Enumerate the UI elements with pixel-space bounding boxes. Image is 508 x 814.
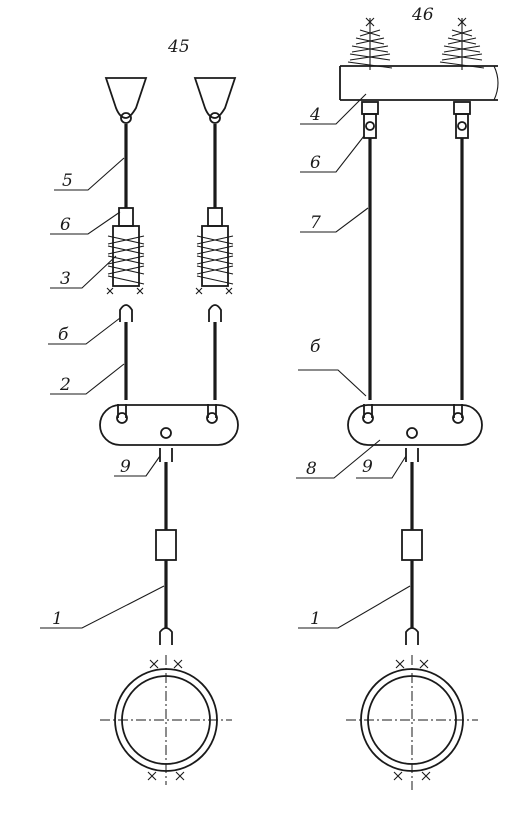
label-2: 2 <box>59 375 71 395</box>
label-8: 8 <box>306 459 317 479</box>
clevis-lower <box>159 448 173 462</box>
clevis-left <box>119 304 133 322</box>
figure-45-caption: 45 <box>167 37 190 57</box>
label-6-46: 6 <box>310 153 321 173</box>
figure-45: 45 <box>40 37 239 785</box>
label-5: 5 <box>62 171 73 191</box>
label-3: 3 <box>60 269 71 289</box>
spring-block-right <box>195 207 234 295</box>
leader-4 <box>300 93 367 125</box>
leader-1 <box>40 585 165 629</box>
leader-6-46 <box>300 135 365 173</box>
top-spring-right <box>439 17 485 70</box>
clevis-lower-46 <box>405 448 419 462</box>
leader-5 <box>54 157 125 191</box>
traverse-beam-46 <box>347 404 483 446</box>
ceiling-bracket-left <box>104 77 148 124</box>
ceiling-bracket-right <box>193 77 237 124</box>
pipe-clamp-lug <box>159 627 173 645</box>
pipe-section-right <box>346 655 478 790</box>
label-b: б <box>58 325 69 345</box>
label-7: 7 <box>310 213 321 233</box>
turnbuckle <box>155 529 177 561</box>
overhead-beam <box>339 65 499 101</box>
label-4: 4 <box>309 105 321 125</box>
leader-8 <box>296 439 381 479</box>
figure-46: 46 <box>296 5 499 790</box>
top-spring-left <box>347 17 393 70</box>
label-1: 1 <box>52 609 63 629</box>
figure-46-caption: 46 <box>411 5 434 25</box>
label-9-46: 9 <box>362 457 373 477</box>
label-9: 9 <box>120 457 131 477</box>
beam-clip-left <box>361 101 379 139</box>
traverse-beam <box>99 404 239 446</box>
label-1-46: 1 <box>310 609 321 629</box>
spring-block-left <box>106 207 145 295</box>
leader-9-46 <box>356 455 407 479</box>
label-b-46: б <box>310 337 321 357</box>
leader-1-46 <box>298 585 411 629</box>
clevis-right <box>208 304 222 322</box>
leader-6 <box>50 211 121 235</box>
pipe-section-left <box>100 655 232 785</box>
beam-clip-right <box>453 101 471 139</box>
leader-b <box>48 317 121 345</box>
leader-2 <box>50 363 125 395</box>
pipe-clamp-lug-46 <box>405 627 419 645</box>
turnbuckle-46 <box>401 529 423 561</box>
leader-3 <box>50 255 117 289</box>
leader-9 <box>114 455 161 477</box>
label-6: 6 <box>60 215 71 235</box>
leader-b-46 <box>298 369 367 397</box>
leader-7 <box>300 207 369 233</box>
